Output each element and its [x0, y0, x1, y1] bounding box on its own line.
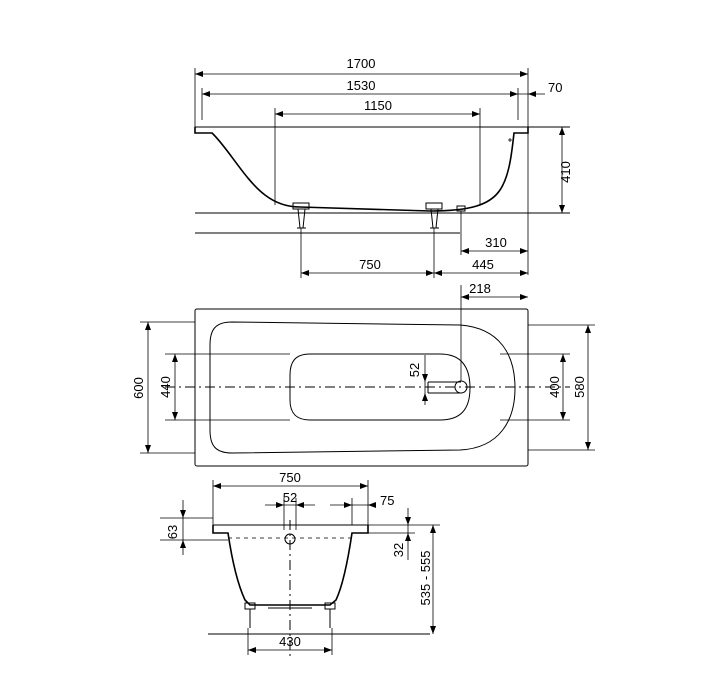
dim-580: 580: [572, 376, 587, 398]
foot-end-left: [244, 602, 256, 628]
dim-445: 445: [472, 257, 494, 272]
dim-430: 430: [279, 634, 301, 649]
dim-70: 70: [548, 80, 562, 95]
dim-1150: 1150: [364, 98, 392, 113]
tub-inner-outline: [209, 321, 516, 454]
tub-outline-top: [194, 308, 529, 467]
dim-218: 218: [469, 281, 491, 296]
side-view: 1700 1530 70 1150: [194, 56, 573, 278]
tub-profile: [194, 127, 529, 212]
foot-right: [425, 202, 443, 229]
end-view: 750 52 75 63: [160, 470, 440, 660]
dim-52-top: 52: [407, 363, 422, 377]
dim-750-side: 750: [359, 257, 381, 272]
dim-75: 75: [380, 493, 394, 508]
foot-left: [292, 202, 310, 229]
dim-600: 600: [131, 377, 146, 399]
foot-end-right: [324, 602, 336, 628]
top-view: 600 440 218 52 400 580: [131, 281, 595, 467]
dim-1700: 1700: [347, 56, 376, 71]
dim-63: 63: [165, 525, 180, 539]
dim-400: 400: [547, 376, 562, 398]
dim-535-555: 535 - 555: [418, 551, 433, 606]
tub-bottom-outline: [289, 353, 471, 421]
dim-440: 440: [158, 376, 173, 398]
dim-1530: 1530: [347, 78, 376, 93]
dim-750-end: 750: [279, 470, 301, 485]
dim-410: 410: [558, 161, 573, 183]
dim-310: 310: [485, 235, 507, 250]
dim-52-end: 52: [283, 490, 297, 505]
dim-32: 32: [391, 543, 406, 557]
